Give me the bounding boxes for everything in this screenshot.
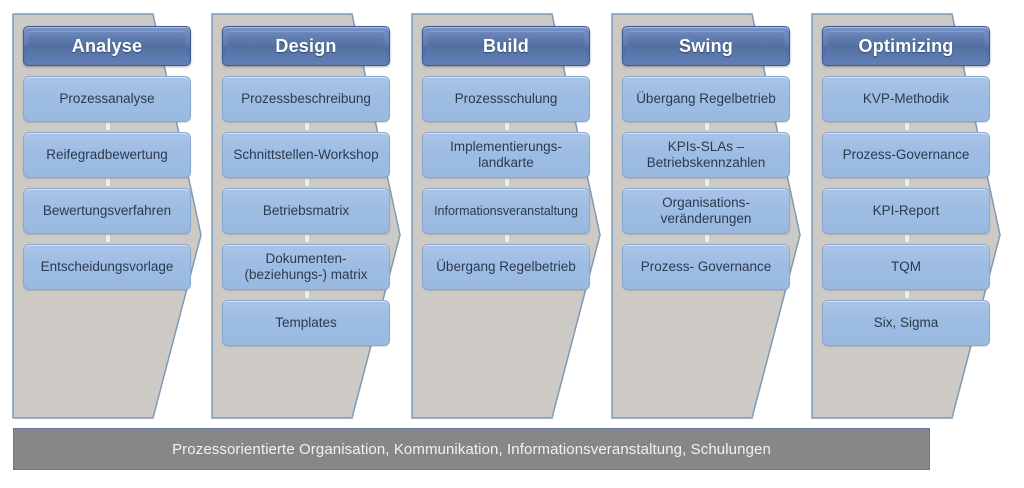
connector-tick <box>23 178 191 188</box>
connector-tick <box>422 178 590 188</box>
task-box[interactable]: Reifegradbewertung <box>23 132 191 178</box>
connector-tick <box>622 178 790 188</box>
connector-tick <box>222 290 390 300</box>
phase-title-swing[interactable]: Swing <box>622 26 790 66</box>
task-box[interactable]: KPI-Report <box>822 188 990 234</box>
task-box[interactable]: Templates <box>222 300 390 346</box>
task-box[interactable]: Schnittstellen-Workshop <box>222 132 390 178</box>
phase-column-design[interactable]: Design Prozessbeschreibung Schnittstelle… <box>211 13 401 419</box>
foundation-bar[interactable]: Prozessorientierte Organisation, Kommuni… <box>13 428 930 470</box>
connector-tick <box>23 122 191 132</box>
connector-tick <box>622 122 790 132</box>
connector-tick <box>422 122 590 132</box>
task-box[interactable]: Prozess- Governance <box>622 244 790 290</box>
task-box[interactable]: Informationsveranstaltung <box>422 188 590 234</box>
connector-tick <box>822 122 990 132</box>
task-box[interactable]: Prozess-Governance <box>822 132 990 178</box>
task-box[interactable]: Implementierungs-landkarte <box>422 132 590 178</box>
task-box[interactable]: Prozessanalyse <box>23 76 191 122</box>
connector-tick <box>222 122 390 132</box>
task-box[interactable]: Prozessbeschreibung <box>222 76 390 122</box>
phase-title-text: Design <box>275 35 337 56</box>
connector-tick <box>422 234 590 244</box>
phase-title-analyse[interactable]: Analyse <box>23 26 191 66</box>
task-box[interactable]: Dokumenten-(beziehungs-) matrix <box>222 244 390 290</box>
task-box[interactable]: Bewertungsverfahren <box>23 188 191 234</box>
phase-column-analyse[interactable]: Analyse Prozessanalyse Reifegradbewertun… <box>12 13 202 419</box>
foundation-bar-label: Prozessorientierte Organisation, Kommuni… <box>172 440 771 458</box>
task-box[interactable]: KPIs-SLAs –Betriebskennzahlen <box>622 132 790 178</box>
phase-column-optimizing[interactable]: Optimizing KVP-Methodik Prozess-Governan… <box>811 13 1001 419</box>
phase-title-text: Swing <box>679 35 733 56</box>
task-box[interactable]: Übergang Regelbetrieb <box>422 244 590 290</box>
phase-column-build[interactable]: Build Prozessschulung Implementierungs-l… <box>411 13 601 419</box>
connector-tick <box>222 178 390 188</box>
connector-tick <box>822 234 990 244</box>
task-box[interactable]: TQM <box>822 244 990 290</box>
task-box[interactable]: Entscheidungsvorlage <box>23 244 191 290</box>
task-box[interactable]: Prozessschulung <box>422 76 590 122</box>
connector-tick <box>23 234 191 244</box>
phase-column-swing[interactable]: Swing Übergang Regelbetrieb KPIs-SLAs –B… <box>611 13 801 419</box>
phase-title-design[interactable]: Design <box>222 26 390 66</box>
task-box[interactable]: Übergang Regelbetrieb <box>622 76 790 122</box>
connector-tick <box>222 234 390 244</box>
phase-title-text: Analyse <box>71 35 143 56</box>
connector-tick <box>622 234 790 244</box>
phase-title-optimizing[interactable]: Optimizing <box>822 26 990 66</box>
task-box[interactable]: Organisations-veränderungen <box>622 188 790 234</box>
phase-title-build[interactable]: Build <box>422 26 590 66</box>
connector-tick <box>822 178 990 188</box>
task-box[interactable]: KVP-Methodik <box>822 76 990 122</box>
connector-tick <box>822 290 990 300</box>
task-box[interactable]: Betriebsmatrix <box>222 188 390 234</box>
task-box[interactable]: Six, Sigma <box>822 300 990 346</box>
phase-title-text: Optimizing <box>858 35 954 56</box>
phase-title-text: Build <box>483 35 529 56</box>
